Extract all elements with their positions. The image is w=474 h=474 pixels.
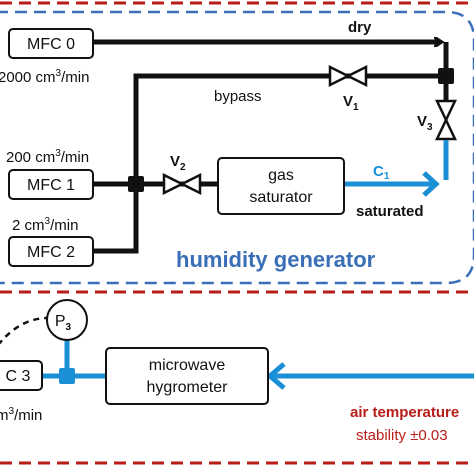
p3-signal-dashed-line — [0, 316, 49, 345]
junction-dry-bypass — [438, 68, 454, 84]
microwave-hygrometer-box[interactable]: microwave hygrometer — [105, 347, 269, 405]
pressure-sensor-p3[interactable]: P3 — [46, 299, 88, 341]
saturator-label-line2: saturator — [249, 189, 313, 206]
flow-label-mfc2: 2 cm3/min — [12, 216, 78, 234]
flow-label-mfc1: 200 cm3/min — [6, 148, 89, 166]
mfc2-label: MFC 2 — [27, 244, 75, 261]
v2-label: V2 — [170, 153, 186, 173]
flow-label-mfc0: 2000 cm3/min — [0, 68, 89, 86]
v3-label: V3 — [417, 113, 433, 133]
junction-p3 — [59, 368, 75, 384]
gas-saturator-box[interactable]: gas saturator — [217, 157, 345, 215]
valve-v1[interactable] — [328, 64, 368, 88]
mfc1-label: MFC 1 — [27, 177, 75, 194]
mfc2-box[interactable]: MFC 2 — [8, 236, 94, 267]
mfc0-box[interactable]: MFC 0 — [8, 28, 94, 59]
humidity-generator-title: humidity generator — [176, 247, 376, 272]
humidity-generator-boundary — [0, 10, 474, 285]
c1-label: C1 — [373, 163, 390, 182]
mfc3-label: C 3 — [6, 368, 31, 385]
saturated-label: saturated — [356, 203, 424, 220]
mfc3-box[interactable]: C 3 — [0, 360, 43, 391]
p3-label: P3 — [55, 313, 72, 333]
hygrometer-label-line1: microwave — [149, 357, 226, 374]
bypass-label: bypass — [214, 88, 262, 105]
v1-label: V1 — [343, 93, 359, 113]
air-temperature-label: air temperature — [350, 404, 459, 421]
dry-label: dry — [348, 19, 372, 36]
saturator-label-line1: gas — [268, 167, 294, 184]
mfc2-line — [94, 184, 139, 254]
mfc0-label: MFC 0 — [27, 36, 75, 53]
hygrometer-label-line2: hygrometer — [147, 379, 229, 396]
junction-mfc-merge — [128, 176, 144, 192]
valve-v3[interactable] — [435, 99, 457, 141]
mfc1-box[interactable]: MFC 1 — [8, 169, 94, 200]
flow-label-mfc3: m3/min — [0, 406, 42, 424]
stability-label: stability ±0.03 — [356, 427, 448, 444]
valve-v2[interactable] — [162, 172, 202, 196]
outlet-arrow-head — [266, 362, 286, 390]
saturated-arrow-head — [422, 171, 440, 197]
